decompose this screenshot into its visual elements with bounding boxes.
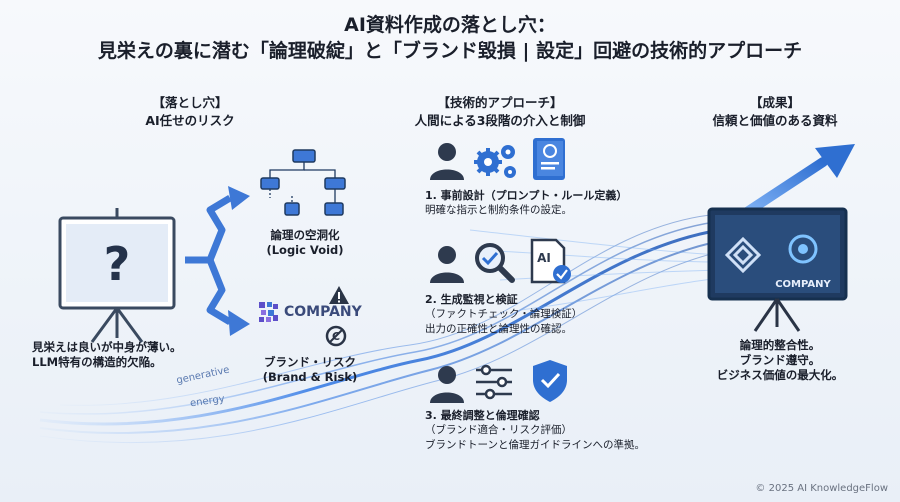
left-caption-line1: 見栄えは良いが中身が薄い。	[32, 340, 182, 354]
right-caption-line2: ブランド遵守。	[739, 353, 821, 367]
step3: 3. 最終調整と倫理確認 （ブランド適合・リスク評価） ブランドトーンと倫理ガイ…	[425, 408, 705, 453]
right-caption-line1: 論理的整合性。	[739, 338, 821, 352]
copyright: © 2025 AI KnowledgeFlow	[755, 483, 888, 494]
question-mark-icon: ?	[104, 237, 131, 291]
left-caption-line2: LLM特有の構造的欠陥。	[32, 355, 162, 369]
left-heading-line2: AI任せのリスク	[145, 113, 235, 128]
title-line-1: AI資料作成の落とし穴：	[344, 14, 556, 36]
step1: 1. 事前設計（プロンプト・ルール定義） 明確な指示と制約条件の設定。	[425, 188, 685, 218]
right-heading: 【成果】 信頼と価値のある資料	[690, 94, 860, 130]
swirl-logo-icon	[788, 234, 818, 264]
step2-desc: 出力の正確性と論理性の確認。	[425, 323, 572, 335]
person-icon-2	[430, 246, 464, 283]
risk1-line2: (Logic Void)	[266, 243, 344, 257]
sliders-icon	[476, 364, 512, 400]
step3-desc: ブランドトーンと倫理ガイドラインへの準拠。	[425, 439, 645, 451]
person-icon	[430, 143, 464, 180]
gears-icon	[474, 145, 516, 178]
left-heading-line1: 【落とし穴】	[152, 95, 228, 110]
risk2-line2: (Brand & Risk)	[262, 370, 358, 384]
copyright-violation-icon: C	[325, 325, 347, 347]
growth-arrow-icon	[745, 144, 855, 217]
step2: 2. 生成監視と検証 （ファクトチェック・論理検証） 出力の正確性と論理性の確認…	[425, 292, 685, 337]
integrated-logo-icon	[724, 236, 762, 274]
board-logo-text: COMPANY	[775, 279, 831, 290]
doc-ai-label: AI	[537, 251, 551, 265]
right-heading-line1: 【成果】	[749, 95, 800, 110]
middle-heading-line1: 【技術的アプローチ】	[437, 95, 563, 110]
magnifier-check-icon	[475, 243, 515, 283]
step3-sub: （ブランド適合・リスク評価）	[425, 424, 572, 436]
pixel-logo-icon	[259, 302, 278, 322]
right-caption-line3: ビジネス価値の最大化。	[716, 368, 844, 382]
arrow-up-icon	[228, 186, 250, 210]
ai-document-check-icon: AI	[530, 238, 571, 284]
broken-flowchart-icon	[260, 149, 346, 216]
shield-check-icon	[533, 360, 567, 402]
step1-title: 1. 事前設計（プロンプト・ルール定義）	[425, 189, 628, 202]
step1-desc: 明確な指示と制約条件の設定。	[425, 204, 572, 216]
risk-logic-void: 論理の空洞化 (Logic Void)	[250, 228, 360, 258]
right-caption: 論理的整合性。 ブランド遵守。 ビジネス価値の最大化。	[700, 338, 860, 383]
risk2-line1: ブランド・リスク	[264, 355, 356, 369]
title-line-2: 見栄えの裏に潜む「論理破綻」と「ブランド毀損 | 設定」回避の技術的アプローチ	[97, 40, 803, 62]
warning-icon	[329, 286, 349, 304]
result-board: COMPANY	[707, 207, 848, 332]
split-arrows	[185, 186, 250, 336]
question-board: ?	[58, 208, 176, 343]
person-icon-3	[430, 366, 464, 403]
middle-heading: 【技術的アプローチ】 人間による3段階の介入と制御	[405, 94, 595, 130]
middle-heading-line2: 人間による3段階の介入と制御	[414, 113, 586, 128]
risk1-line1: 論理の空洞化	[270, 228, 340, 242]
rulebook-icon	[533, 138, 565, 180]
step3-title: 3. 最終調整と倫理確認	[425, 409, 540, 422]
brand-logo-text: COMPANY	[284, 304, 362, 320]
arrow-down-icon	[228, 310, 250, 336]
left-heading: 【落とし穴】 AI任せのリスク	[110, 94, 270, 130]
right-heading-line2: 信頼と価値のある資料	[712, 113, 838, 128]
step2-sub: （ファクトチェック・論理検証）	[425, 308, 583, 320]
step2-title: 2. 生成監視と検証	[425, 293, 518, 306]
risk-brand: ブランド・リスク (Brand & Risk)	[250, 355, 370, 385]
left-board-caption: 見栄えは良いが中身が薄い。 LLM特有の構造的欠陥。	[32, 340, 232, 370]
